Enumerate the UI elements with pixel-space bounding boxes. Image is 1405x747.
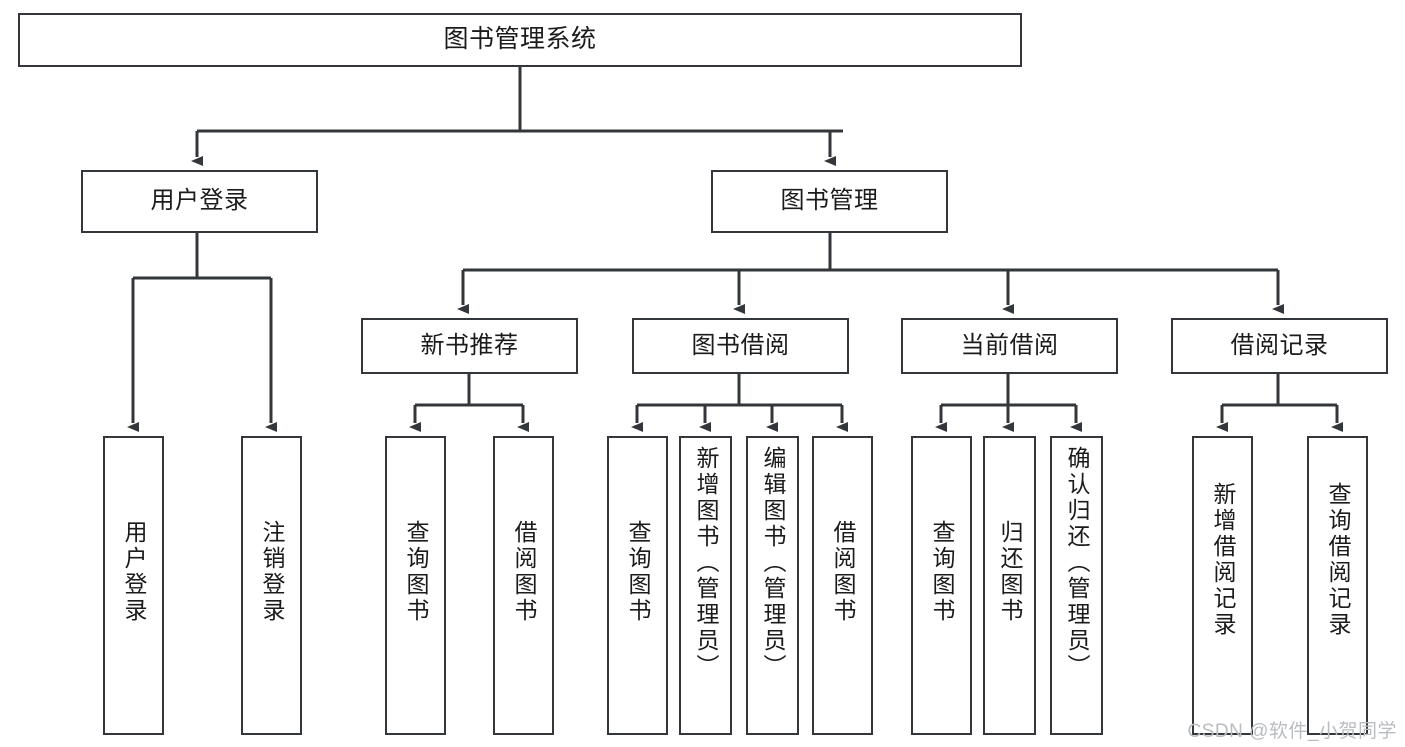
edges-user-login-to-leaves <box>127 233 277 432</box>
node-leaf-user-login[interactable]: 用户登录 <box>103 436 164 735</box>
node-leaf-query-borrow-record-label: 查询借阅记录 <box>1325 482 1351 638</box>
node-leaf-query-book-2-label: 查询图书 <box>625 520 651 624</box>
edges-book-borrow-to-leaves <box>631 374 848 432</box>
edges-borrow-record-to-leaves <box>1216 374 1343 432</box>
node-leaf-edit-book-admin-label: 编辑图书（管理员） <box>760 446 786 680</box>
edges-root-to-level2 <box>191 67 843 166</box>
node-leaf-user-login-label: 用户登录 <box>121 520 147 624</box>
edges-book-manage-to-level3 <box>457 233 1284 314</box>
csdn-watermark: CSDN @软件_小贺同学 <box>1187 721 1397 742</box>
node-leaf-query-book-1[interactable]: 查询图书 <box>385 436 446 735</box>
node-leaf-return-book[interactable]: 归还图书 <box>983 436 1036 735</box>
node-leaf-borrow-book-2-label: 借阅图书 <box>830 520 856 624</box>
node-leaf-confirm-return-admin[interactable]: 确认归还（管理员） <box>1050 436 1103 735</box>
node-leaf-query-book-3[interactable]: 查询图书 <box>911 436 972 735</box>
node-book-borrow-label: 图书借阅 <box>691 331 790 359</box>
node-root-system[interactable]: 图书管理系统 <box>18 13 1022 67</box>
node-leaf-add-book-admin-label: 新增图书（管理员） <box>693 446 719 680</box>
node-leaf-add-borrow-record-label: 新增借阅记录 <box>1210 482 1236 638</box>
node-book-manage-label: 图书管理 <box>780 187 879 215</box>
edges-new-book-rec-to-leaves <box>409 374 529 432</box>
node-leaf-add-book-admin[interactable]: 新增图书（管理员） <box>679 436 732 735</box>
node-user-login[interactable]: 用户登录 <box>81 170 318 233</box>
edges-current-borrow-to-leaves <box>935 374 1082 432</box>
node-borrow-record[interactable]: 借阅记录 <box>1171 318 1388 374</box>
node-leaf-borrow-book-1-label: 借阅图书 <box>511 520 537 624</box>
node-leaf-add-borrow-record[interactable]: 新增借阅记录 <box>1192 436 1253 735</box>
node-current-borrow[interactable]: 当前借阅 <box>901 318 1118 374</box>
node-leaf-query-borrow-record[interactable]: 查询借阅记录 <box>1307 436 1368 735</box>
node-book-manage[interactable]: 图书管理 <box>711 170 948 233</box>
node-new-book-recommend[interactable]: 新书推荐 <box>361 318 578 374</box>
node-borrow-record-label: 借阅记录 <box>1230 331 1329 359</box>
node-leaf-query-book-3-label: 查询图书 <box>929 520 955 624</box>
node-leaf-query-book-1-label: 查询图书 <box>403 520 429 624</box>
node-leaf-borrow-book-2[interactable]: 借阅图书 <box>812 436 873 735</box>
node-user-login-label: 用户登录 <box>150 187 249 215</box>
node-leaf-return-book-label: 归还图书 <box>997 520 1023 624</box>
node-leaf-logout-label: 注销登录 <box>259 520 285 624</box>
node-leaf-query-book-2[interactable]: 查询图书 <box>607 436 668 735</box>
node-leaf-logout[interactable]: 注销登录 <box>241 436 302 735</box>
node-book-borrow[interactable]: 图书借阅 <box>632 318 849 374</box>
node-root-system-label: 图书管理系统 <box>443 25 597 54</box>
node-leaf-edit-book-admin[interactable]: 编辑图书（管理员） <box>746 436 799 735</box>
node-leaf-confirm-return-admin-label: 确认归还（管理员） <box>1064 446 1090 680</box>
node-current-borrow-label: 当前借阅 <box>960 331 1059 359</box>
node-leaf-borrow-book-1[interactable]: 借阅图书 <box>493 436 554 735</box>
node-new-book-recommend-label: 新书推荐 <box>420 331 519 359</box>
